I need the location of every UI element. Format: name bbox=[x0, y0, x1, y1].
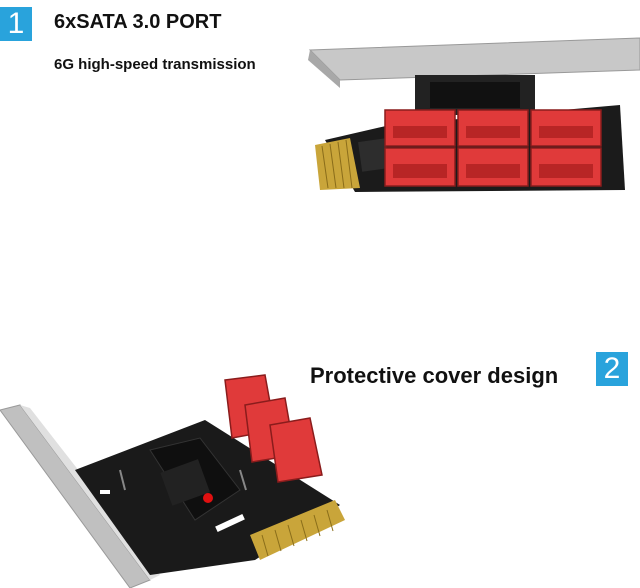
section-2-title: Protective cover design bbox=[310, 363, 559, 388]
section-1-subtitle: 6G high-speed transmission bbox=[54, 56, 256, 73]
step-badge-1: 1 bbox=[0, 7, 32, 41]
sata-card-cover-photo bbox=[0, 374, 345, 588]
sata-card-top-photo bbox=[308, 37, 640, 192]
step-badge-2: 2 bbox=[596, 352, 628, 386]
section-1-title: 6xSATA 3.0 PORT bbox=[54, 11, 222, 33]
step-badge-2-number: 2 bbox=[603, 352, 621, 385]
step-badge-1-number: 1 bbox=[7, 7, 25, 40]
